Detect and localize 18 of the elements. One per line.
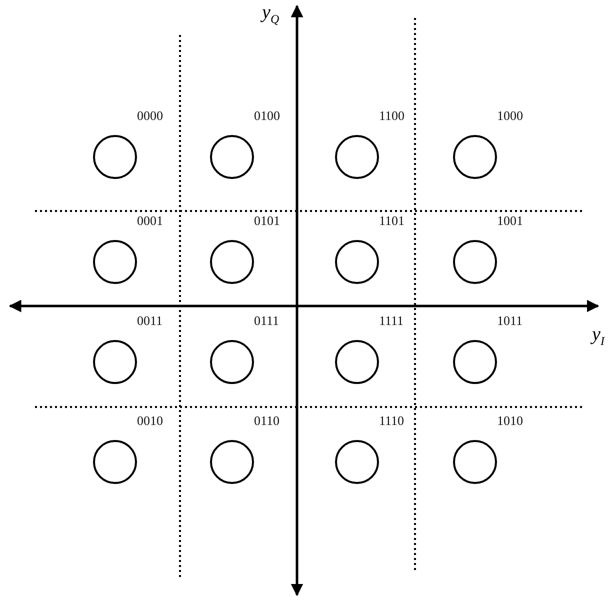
bit-label: 0000	[137, 108, 163, 123]
bit-label: 0010	[137, 413, 163, 428]
bit-label: 1101	[379, 213, 405, 228]
axis-label: y$_{Q}$	[262, 2, 280, 28]
bit-label: 1000	[497, 108, 523, 123]
bit-label: 1010	[497, 413, 523, 428]
bit-label: 0100	[254, 108, 280, 123]
bit-label: 1100	[379, 108, 405, 123]
bit-label: 0101	[254, 213, 280, 228]
bit-label: 1111	[379, 313, 404, 328]
axis-label: y$_{I}$	[592, 324, 604, 350]
bit-label: 0111	[254, 313, 280, 328]
bit-label: 1011	[497, 313, 523, 328]
bit-label: 0001	[137, 213, 163, 228]
bit-label: 1001	[497, 213, 523, 228]
bit-label: 0110	[254, 413, 280, 428]
bit-label: 0011	[137, 313, 163, 328]
bit-label: 1110	[379, 413, 404, 428]
